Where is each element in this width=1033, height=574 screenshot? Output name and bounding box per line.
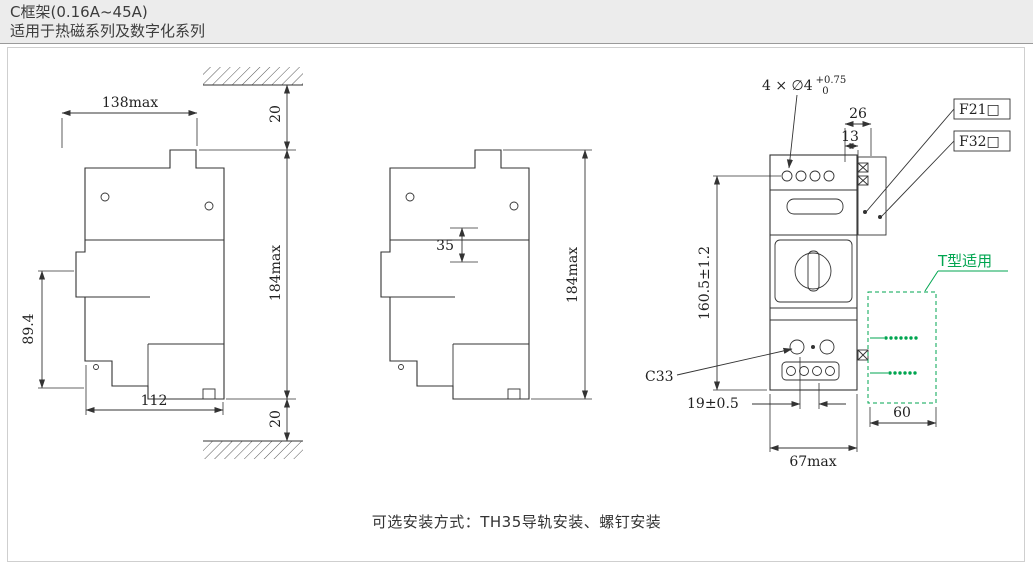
dim-height: 184max: [565, 247, 581, 303]
dim-26: 26: [849, 106, 867, 122]
label-c33: C33: [645, 369, 674, 385]
ceiling-hatch: [203, 67, 303, 86]
terminal-screw-icon: [786, 366, 796, 376]
knob-panel: [774, 239, 853, 303]
dim-width-top: 138max: [102, 95, 158, 111]
rotary-knob-icon: [794, 252, 832, 290]
terminal-screw-icon: [812, 366, 822, 376]
dim-13: 13: [841, 129, 859, 145]
terminal-screw-icon: [799, 366, 809, 376]
page-header: C框架(0.16A~45A) 适用于热磁系列及数字化系列: [0, 0, 1033, 44]
dim-height: 184max: [268, 245, 284, 301]
dim-gap-top: 20: [268, 105, 284, 123]
terminal-screw-icon: [823, 170, 835, 182]
mounting-note: 可选安装方式：TH35导轨安装、螺钉安装: [371, 513, 662, 531]
dim-width-bottom: 112: [141, 393, 168, 409]
page-subtitle: 适用于热磁系列及数字化系列: [10, 22, 206, 40]
floor-hatch: [203, 440, 303, 459]
dim-slot: 35: [436, 238, 454, 254]
drawing-panel: [7, 47, 1025, 562]
mounting-hole-icon: [819, 339, 835, 355]
t-type-accessory: T型适用: [867, 252, 1008, 404]
terminal-screw-icon: [781, 170, 793, 182]
terminal-screw-icon: [809, 170, 821, 182]
front-body: [769, 154, 858, 391]
terminal-screw-icon: [825, 366, 835, 376]
center-dot-icon: [811, 345, 815, 349]
knob-handle-icon: [807, 250, 820, 292]
dim-knob-height: 89.4: [21, 313, 37, 344]
middle-view-body: [380, 149, 530, 400]
dim-hole-spacing: 19±0.5: [687, 396, 739, 412]
left-view-body: [75, 149, 225, 400]
page-title: C框架(0.16A~45A): [10, 3, 148, 21]
dim-mounting-height: 160.5±1.2: [697, 246, 713, 320]
dim-width: 67max: [789, 454, 836, 470]
din-clip-icon: [857, 349, 869, 361]
din-clip-icon: [857, 162, 869, 186]
terminal-screw-icon: [795, 170, 807, 182]
label-t-type: T型适用: [937, 252, 992, 270]
dim-accessory-width: 60: [893, 405, 911, 421]
aux-contact-block: [857, 156, 887, 236]
left-side-view: 138max 20 184max 20 89.4 112: [21, 67, 303, 459]
middle-side-view: 35 184max: [380, 149, 592, 400]
label-window: [786, 198, 844, 215]
label-f21: F21□: [959, 102, 1000, 118]
label-f32: F32□: [959, 134, 1000, 150]
mounting-hole-icon: [789, 339, 805, 355]
dim-gap-bottom: 20: [268, 410, 284, 428]
